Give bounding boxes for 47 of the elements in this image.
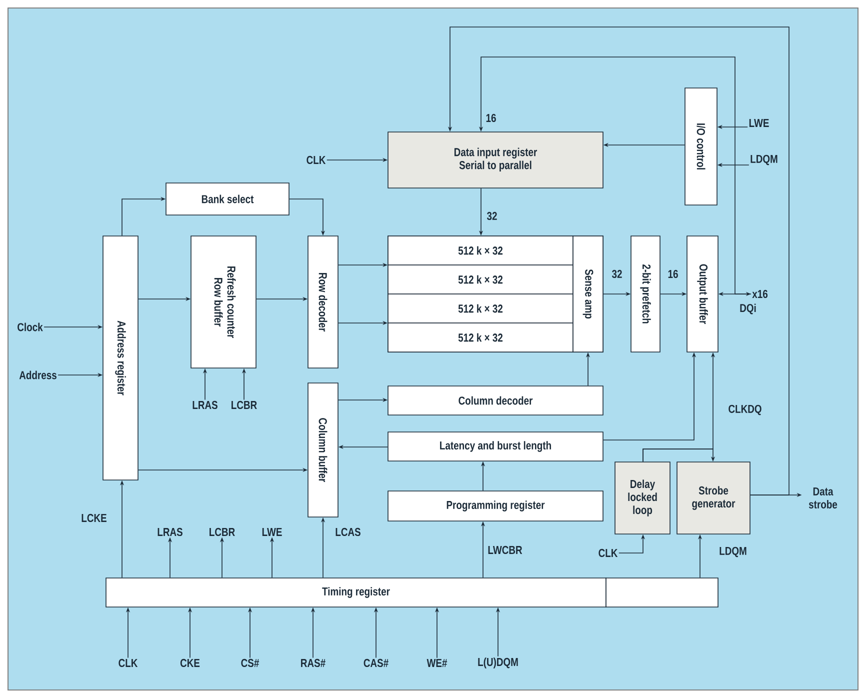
edge-label: LCAS bbox=[334, 526, 362, 538]
signal-label: LDQM bbox=[750, 154, 778, 166]
signal-label: LCBR bbox=[232, 400, 257, 410]
block-box: 2-bit prefetch bbox=[630, 236, 660, 352]
block-box: I/O control bbox=[684, 88, 718, 206]
register-box bbox=[606, 578, 718, 608]
block-box: Latency and burst length bbox=[388, 432, 604, 462]
signal-label: LWE bbox=[262, 528, 282, 536]
signal-label: CLK bbox=[118, 658, 138, 668]
register-box: Data input register Serial to parallel bbox=[388, 132, 604, 188]
signal-label: LRAS bbox=[158, 528, 182, 536]
edge-label: LDQM bbox=[718, 546, 748, 558]
block-box: Refresh counter Row buffer bbox=[190, 236, 256, 368]
signal-label: RAS# bbox=[301, 658, 326, 668]
block-box: Column decoder bbox=[388, 386, 604, 416]
array-row: 512 k × 32 bbox=[388, 294, 574, 324]
signal-label: CAS# bbox=[364, 658, 388, 668]
array-row: 512 k × 32 bbox=[388, 264, 574, 294]
edge-label: LCKE bbox=[80, 512, 108, 524]
signal-label: CLK bbox=[598, 548, 618, 558]
signal-label: Clock bbox=[18, 322, 43, 332]
signal-label: LWE bbox=[749, 119, 769, 127]
block-box: Column buffer bbox=[308, 382, 338, 518]
block-box: Row decoder bbox=[308, 236, 338, 368]
block-box: Bank select bbox=[166, 182, 290, 216]
edge-label: DQi bbox=[738, 302, 758, 316]
block-box: Delay locked loop bbox=[614, 462, 670, 534]
signal-label: x16 bbox=[752, 290, 768, 298]
signal-label: LCBR bbox=[210, 528, 235, 536]
array-row: 512 k × 32 bbox=[388, 322, 574, 352]
register-box: Programming register bbox=[388, 490, 604, 522]
arrow bbox=[642, 448, 716, 462]
signal-label: LRAS bbox=[192, 400, 218, 410]
block-box: Strobe generator bbox=[676, 462, 750, 534]
signal-label: Data strobe bbox=[808, 487, 838, 508]
register-box: Address register bbox=[102, 236, 138, 480]
signal-label: CLK bbox=[306, 156, 326, 164]
signal-label: CKE bbox=[180, 658, 200, 668]
signal-label: WE# bbox=[426, 659, 448, 667]
array-row: 512 k × 32 bbox=[388, 236, 574, 266]
block-box: Sense amp bbox=[572, 236, 604, 352]
signal-label: Address bbox=[19, 370, 56, 380]
edge-label: LWCBR bbox=[486, 544, 524, 556]
signal-label: L(U)DQM bbox=[478, 658, 518, 668]
edge-label: CLKDQ bbox=[727, 404, 763, 416]
block-box: Output buffer bbox=[686, 236, 718, 352]
signal-label: CS# bbox=[241, 658, 260, 668]
